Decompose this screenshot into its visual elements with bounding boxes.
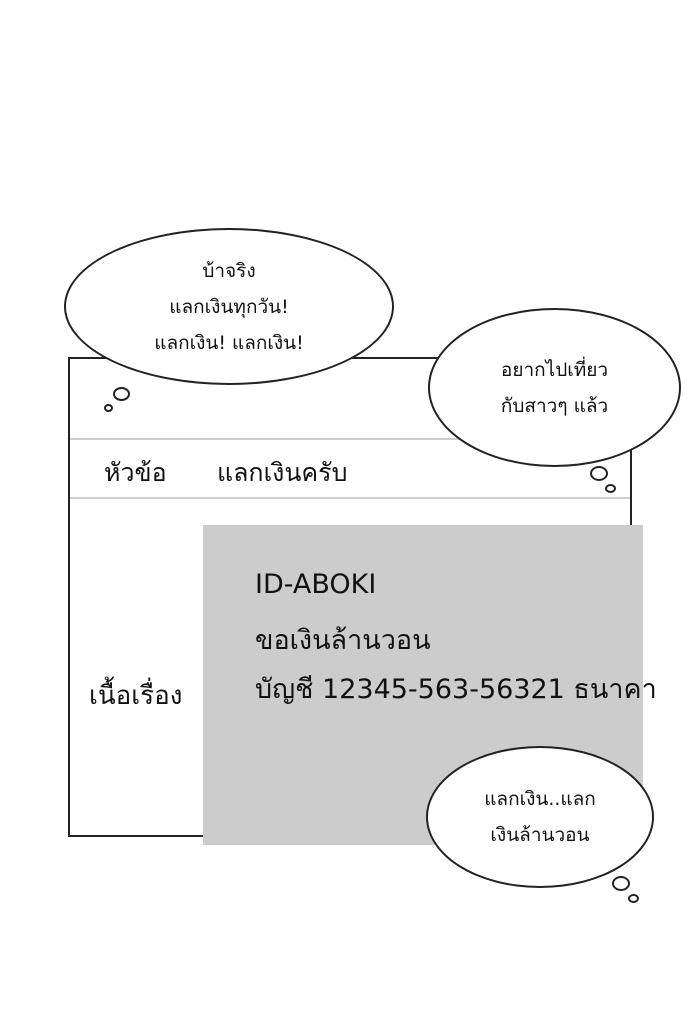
thought-dot [612,876,630,891]
subject-divider [70,497,630,499]
header-divider [70,438,630,440]
thought-dot [605,484,616,493]
bubble-text: อยากไปเที่ยว [500,358,609,381]
thought-dot [113,387,130,401]
bubble-text: แลกเงินทุกวัน! [169,295,289,318]
thought-dot [104,404,113,412]
subject-label: หัวข้อ [104,458,167,487]
thought-dot [590,466,608,481]
thought-bubble-right: อยากไปเที่ยว กับสาวๆ แล้ว [428,308,681,467]
body-line-request: ขอเงินล้านวอน [255,625,431,656]
thought-bubble-top-left: บ้าจริง แลกเงินทุกวัน! แลกเงิน! แลกเงิน! [64,228,394,385]
bubble-text: บ้าจริง [202,259,256,282]
bubble-text: กับสาวๆ แล้ว [500,394,609,417]
body-line-id: ID-ABOKI [255,569,377,600]
thought-dot [628,894,639,903]
thought-bubble-bottom-right: แลกเงิน..แลก เงินล้านวอน [426,746,654,888]
bubble-text: เงินล้านวอน [490,824,590,846]
subject-value: แลกเงินครับ [217,458,348,487]
body-line-account: บัญชี 12345-563-56321 ธนาคา [255,674,657,705]
body-label: เนื้อเรื่อง [89,681,183,711]
bubble-text: แลกเงิน..แลก [484,788,596,810]
bubble-text: แลกเงิน! แลกเงิน! [154,331,304,354]
